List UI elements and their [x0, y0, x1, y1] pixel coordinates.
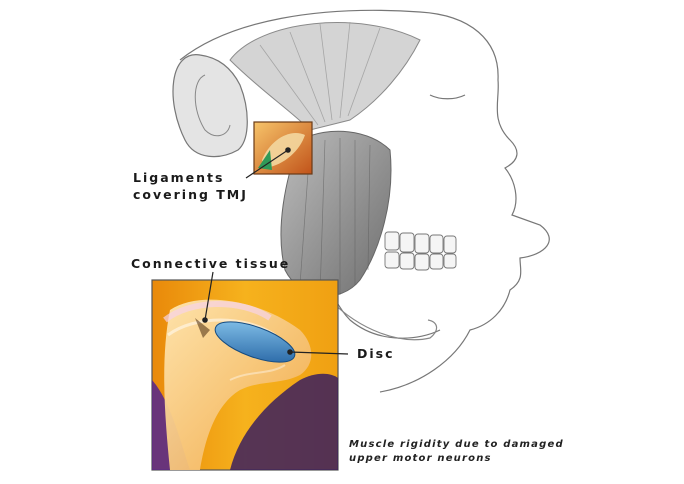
- masseter-muscle-fibers: [299, 138, 371, 296]
- caption-line2: upper motor neurons: [349, 453, 492, 464]
- caption-line1: Muscle rigidity due to damaged: [349, 439, 564, 450]
- label-connective-tissue: Connective tissue: [131, 256, 291, 271]
- ear: [172, 54, 248, 158]
- mandible-outline: [329, 299, 438, 341]
- temporal-muscle-fibers: [259, 21, 381, 126]
- tmj-inset-illustration: [253, 121, 313, 175]
- label-ligaments-line1: Ligaments: [133, 170, 225, 185]
- leader-lines: [202, 147, 349, 355]
- label-disc: Disc: [357, 346, 395, 361]
- teeth: [384, 231, 457, 271]
- jaw-inset-illustration: [151, 279, 339, 471]
- temporal-muscle: [229, 22, 421, 131]
- label-ligaments-line2: covering TMJ: [133, 187, 248, 202]
